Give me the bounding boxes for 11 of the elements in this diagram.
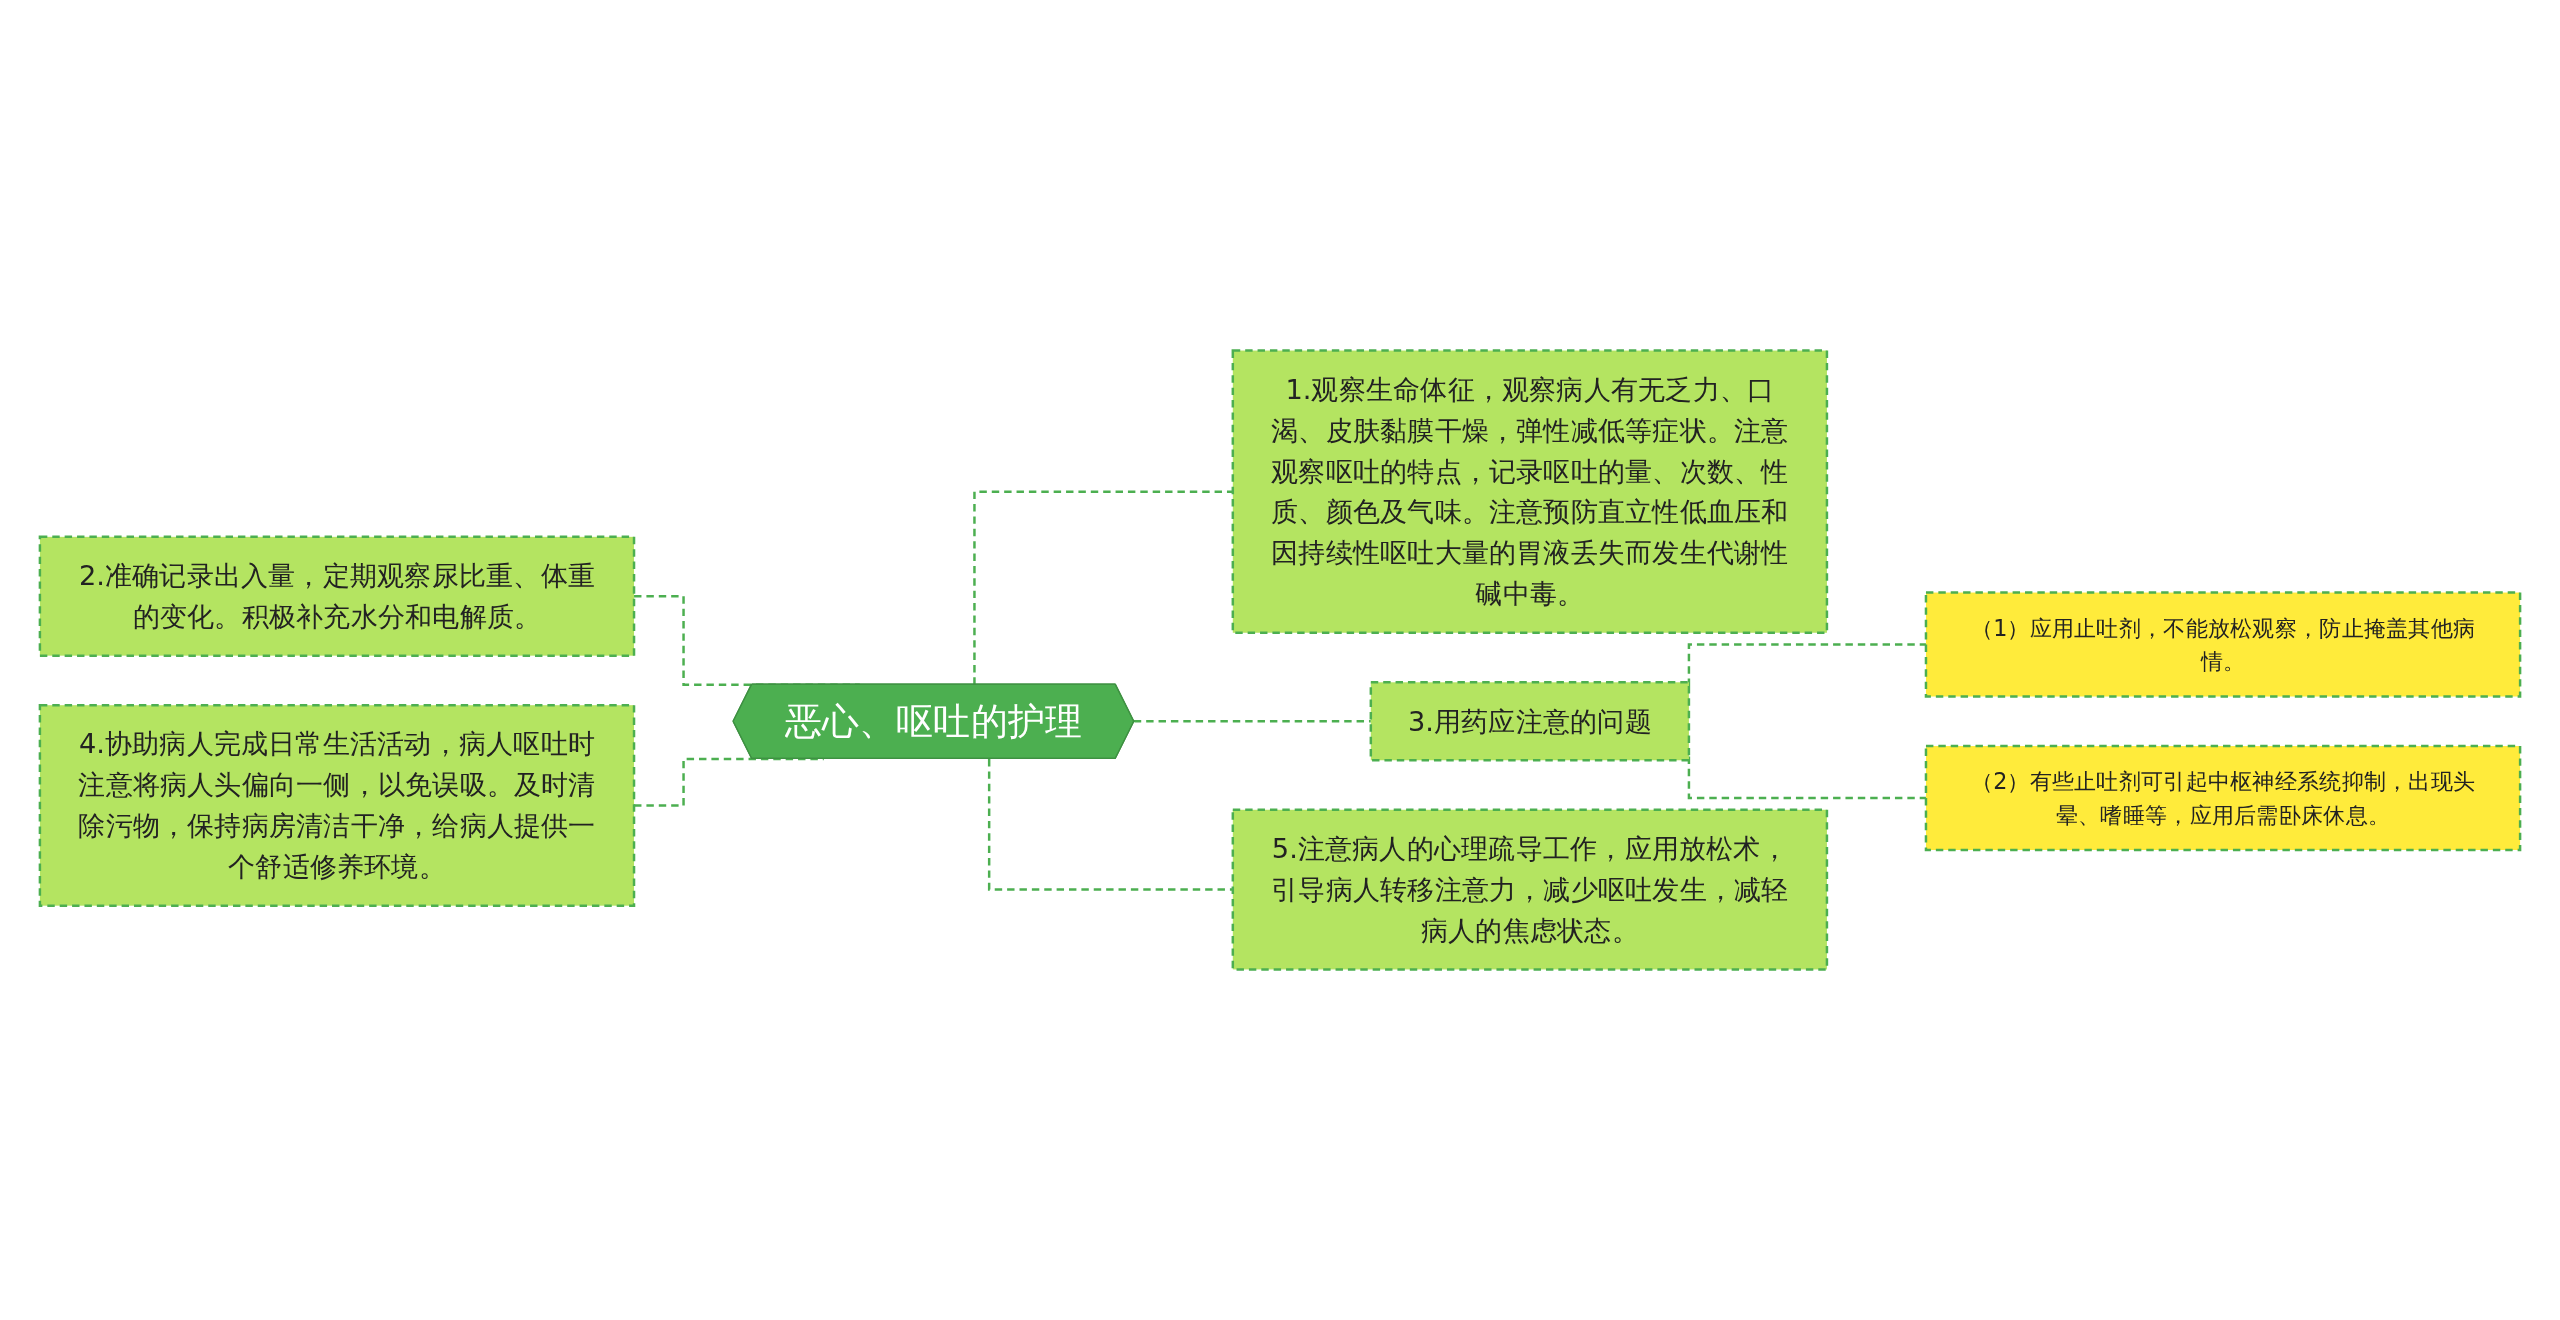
node-box: （2）有些止吐剂可引起中枢神经系统抑制，出现头晕、嗜睡等，应用后需卧床休息。 xyxy=(1924,744,2522,852)
node-box: 2.准确记录出入量，定期观察尿比重、体重的变化。积极补充水分和电解质。 xyxy=(38,535,636,657)
node-box: 4.协助病人完成日常生活活动，病人呕吐时注意将病人头偏向一侧，以免误吸。及时清除污物，保持病房清洁干净，给病人提供一个舒适修养环境。 xyxy=(38,703,636,907)
connector xyxy=(973,490,1233,685)
node-box: 5.注意病人的心理疏导工作，应用放松术，引导病人转移注意力，减少呕吐发生，减轻病人的焦虑状态。 xyxy=(1231,808,1829,971)
connector xyxy=(1687,756,1926,800)
node-box: （1）应用止吐剂，不能放松观察，防止掩盖其他病情。 xyxy=(1924,591,2522,698)
connector xyxy=(987,759,1233,891)
connector xyxy=(1687,643,1926,687)
node-box: 3.用药应注意的问题 xyxy=(1369,681,1691,762)
node-box: 1.观察生命体征，观察病人有无乏力、口渴、皮肤黏膜干燥，弹性减低等症状。注意观察呕吐的特点，记录呕吐的量、次数、性质、颜色及气味。注意预防直立性低血压和因持续性呕吐大量的胃液丢失而发生代谢性碱中毒。 xyxy=(1231,349,1829,634)
